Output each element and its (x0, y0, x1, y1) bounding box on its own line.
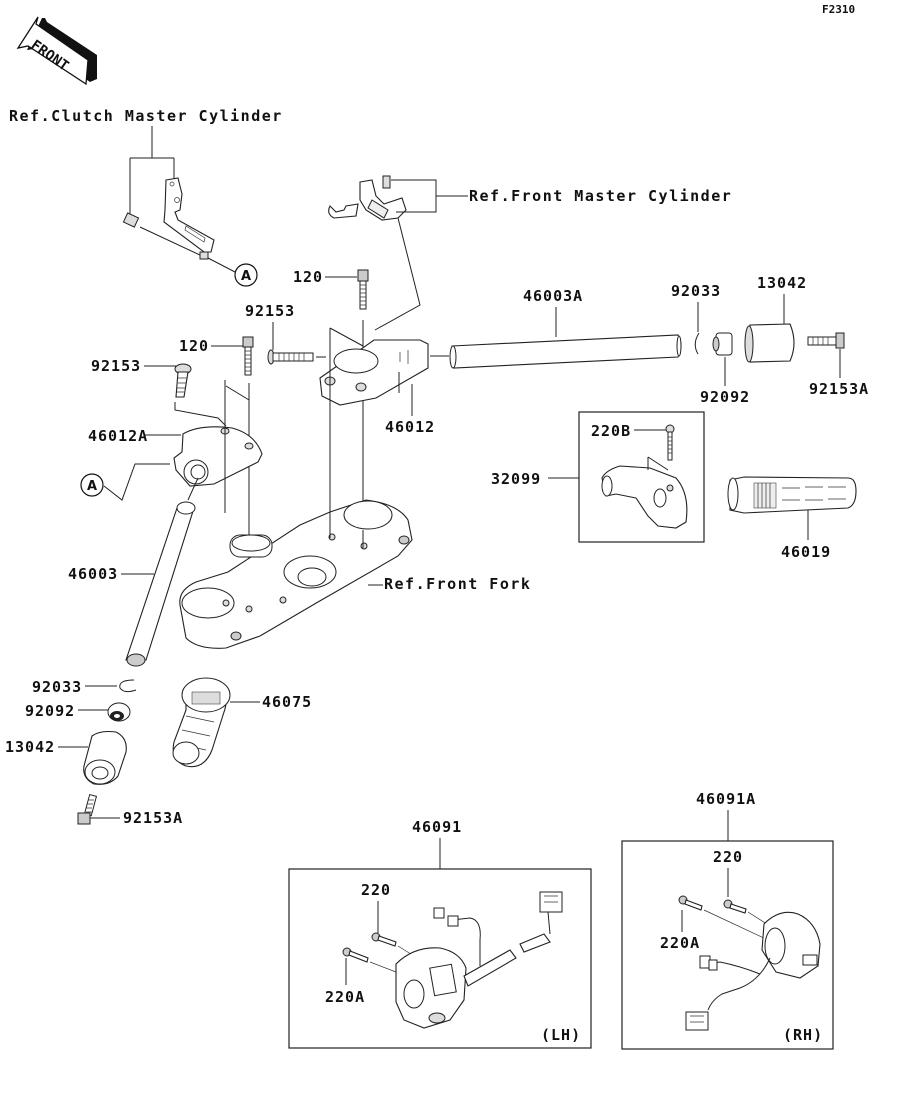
handlebar-holder-46012 (319, 327, 429, 406)
label-92153-center[interactable]: 92153 (245, 302, 295, 320)
label-92153A-left[interactable]: 92153A (123, 809, 183, 827)
callout-a-lower[interactable]: A (80, 473, 104, 497)
label-92033-right[interactable]: 92033 (671, 282, 721, 300)
lh-label: (LH) (541, 1026, 581, 1044)
label-92153A-right[interactable]: 92153A (809, 380, 869, 398)
lh-switch-box (288, 868, 592, 1049)
label-92033-left[interactable]: 92033 (32, 678, 82, 696)
label-46091A[interactable]: 46091A (696, 790, 756, 808)
bolt-92153A-right (807, 332, 845, 349)
grip-46019 (727, 476, 857, 514)
throttle-housing-32099 (601, 456, 688, 529)
label-46091[interactable]: 46091 (412, 818, 462, 836)
clutch-lever-bracket (122, 177, 236, 273)
circlip-92033-left (119, 679, 137, 693)
ref-front-fork[interactable]: Ref.Front Fork (384, 575, 531, 593)
label-46003A[interactable]: 46003A (523, 287, 583, 305)
label-120-left[interactable]: 120 (179, 337, 209, 355)
label-46003[interactable]: 46003 (68, 565, 118, 583)
bolt-92153A-left (77, 793, 98, 825)
grip-46075 (172, 677, 231, 768)
handlebar-holder-46012A (173, 380, 263, 513)
bolt-120-left (242, 336, 254, 376)
label-13042-right[interactable]: 13042 (757, 274, 807, 292)
label-46075[interactable]: 46075 (262, 693, 312, 711)
circlip-92033-right (694, 332, 700, 355)
damper-92092-right (712, 332, 733, 356)
upper-triple-clamp (179, 400, 413, 649)
bolt-92153-left (174, 363, 192, 398)
callout-a-upper[interactable]: A (234, 263, 258, 287)
label-120-upper[interactable]: 120 (293, 268, 323, 286)
screw-220B (665, 424, 675, 461)
label-13042-left[interactable]: 13042 (5, 738, 55, 756)
label-92153-left[interactable]: 92153 (91, 357, 141, 375)
label-92092-left[interactable]: 92092 (25, 702, 75, 720)
label-92092-right[interactable]: 92092 (700, 388, 750, 406)
svg-text:A: A (241, 269, 251, 284)
switch-assembly-lh (395, 891, 563, 1029)
label-46012[interactable]: 46012 (385, 418, 435, 436)
label-220A-lh[interactable]: 220A (325, 988, 365, 1006)
label-220B[interactable]: 220B (591, 422, 631, 440)
bar-end-weight-13042-left (83, 730, 127, 785)
label-32099[interactable]: 32099 (491, 470, 541, 488)
switch-assembly-rh (685, 911, 821, 1031)
front-arrow-icon: FRONT (16, 16, 97, 86)
label-46012A[interactable]: 46012A (88, 427, 148, 445)
label-220-lh[interactable]: 220 (361, 881, 391, 899)
bar-end-weight-13042-right (744, 323, 795, 363)
handlebar-46003A (449, 334, 682, 369)
label-220-rh[interactable]: 220 (713, 848, 743, 866)
label-220A-rh[interactable]: 220A (660, 934, 700, 952)
figure-code: F2310 (822, 3, 855, 16)
rh-label: (RH) (783, 1026, 823, 1044)
damper-92092-left (107, 702, 131, 722)
front-master-bracket (328, 175, 468, 331)
bolt-120-upper (357, 269, 369, 310)
svg-text:A: A (87, 479, 97, 494)
screws-rh (678, 895, 771, 941)
screws-lh (342, 932, 415, 973)
label-46019[interactable]: 46019 (781, 543, 831, 561)
handlebar-46003 (125, 501, 196, 667)
rh-switch-box (621, 840, 834, 1050)
ref-clutch-master-cylinder[interactable]: Ref.Clutch Master Cylinder (9, 107, 283, 125)
ref-front-master-cylinder[interactable]: Ref.Front Master Cylinder (469, 187, 732, 205)
throttle-housing-box (578, 411, 705, 543)
bolt-92153-center (267, 349, 314, 365)
clutch-bracket-leader (129, 126, 175, 218)
